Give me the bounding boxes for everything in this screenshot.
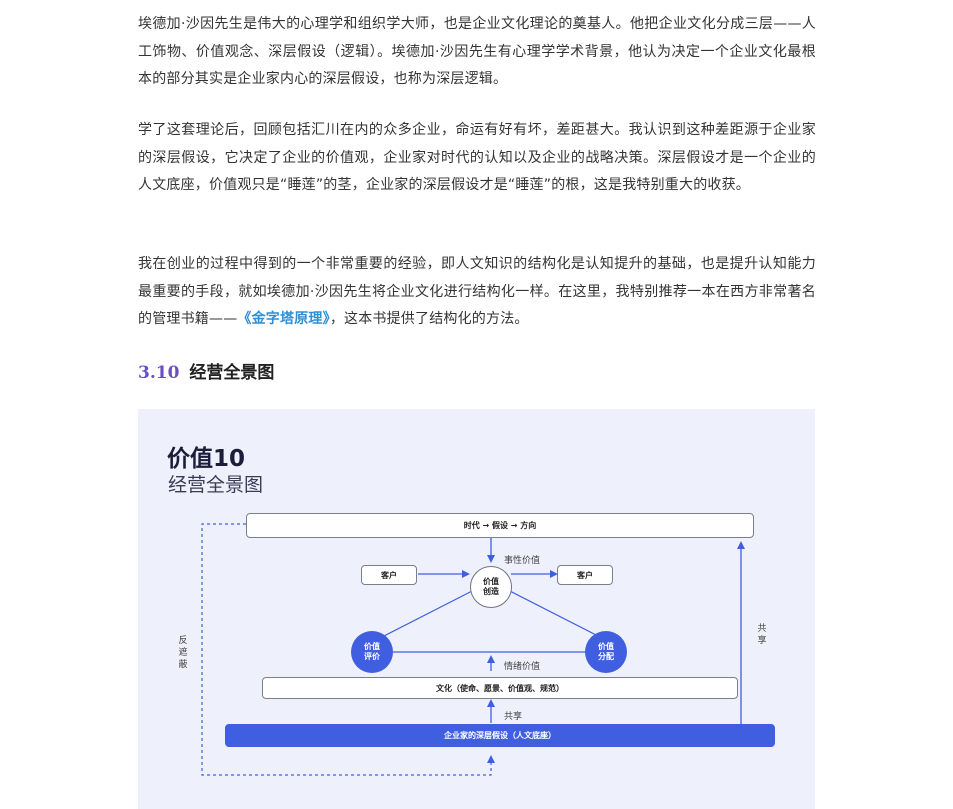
value-distribution-line1: 价值 (598, 642, 614, 651)
paragraph-3-text: 我在创业的过程中得到的一个非常重要的经验，即人文知识的结构化是认知提升的基础，也… (138, 256, 816, 327)
paragraph-2: 学了这套理论后，回顾包括汇川在内的众多企业，命运有好有坏，差距甚大。我认识到这种… (138, 122, 816, 193)
figure-subtitle: 经营全景图 (168, 474, 264, 496)
share-right-char2: 享 (757, 636, 767, 646)
era-assumption-direction-box: 时代 → 假设 → 方向 (246, 513, 754, 538)
anti-occlusion-char2: 遮 (178, 648, 188, 658)
diagram-connectors (201, 523, 745, 776)
anti-occlusion-char3: 蔽 (178, 660, 188, 670)
paragraph-3-tail: ，这本书提供了结构化的方法。 (329, 311, 529, 327)
value-distribution-node: 价值 分配 (585, 631, 627, 673)
customer-left-box: 客户 (361, 565, 417, 585)
value-distribution-line2: 分配 (598, 652, 614, 661)
share-middle-label: 共享 (504, 712, 523, 722)
anti-occlusion-char1: 反 (178, 636, 188, 646)
value-evaluation-line1: 价值 (364, 642, 380, 651)
paragraph-3: 我在创业的过程中得到的一个非常重要的经验，即人文知识的结构化是认知提升的基础，也… (138, 251, 816, 334)
emotion-value-label: 情绪价值 (504, 662, 541, 672)
share-right-label: 共 享 (757, 623, 767, 647)
value-creation-line1: 价值 (483, 577, 499, 586)
value-creation-node: 价值 创造 (470, 566, 512, 608)
event-value-label: 事性价值 (504, 556, 541, 566)
business-panorama-figure: 价值10 经营全景图 时代 → 假设 → 方向 事性价值 客户 客户 价值 创造 (138, 409, 815, 809)
section-heading: 3.10 经营全景图 (138, 358, 274, 383)
customer-right-box: 客户 (557, 565, 613, 585)
value-creation-line2: 创造 (483, 587, 499, 596)
value-evaluation-node: 价值 评价 (351, 631, 393, 673)
culture-box: 文化（使命、愿景、价值观、规范） (262, 677, 738, 699)
book-link[interactable]: 《金字塔原理》 (237, 311, 330, 327)
share-right-char1: 共 (757, 624, 767, 634)
value-evaluation-line2: 评价 (364, 652, 380, 661)
section-title: 经营全景图 (189, 363, 275, 383)
section-number: 3.10 (138, 363, 180, 383)
figure-title: 价值10 (167, 446, 246, 472)
paragraph-1: 埃德加·沙因先生是伟大的心理学和组织学大师，也是企业文化理论的奠基人。他把企业文… (138, 16, 816, 87)
anti-occlusion-label: 反 遮 蔽 (178, 635, 188, 671)
entrepreneur-deep-assumption-box: 企业家的深层假设（人文底座） (225, 724, 775, 747)
